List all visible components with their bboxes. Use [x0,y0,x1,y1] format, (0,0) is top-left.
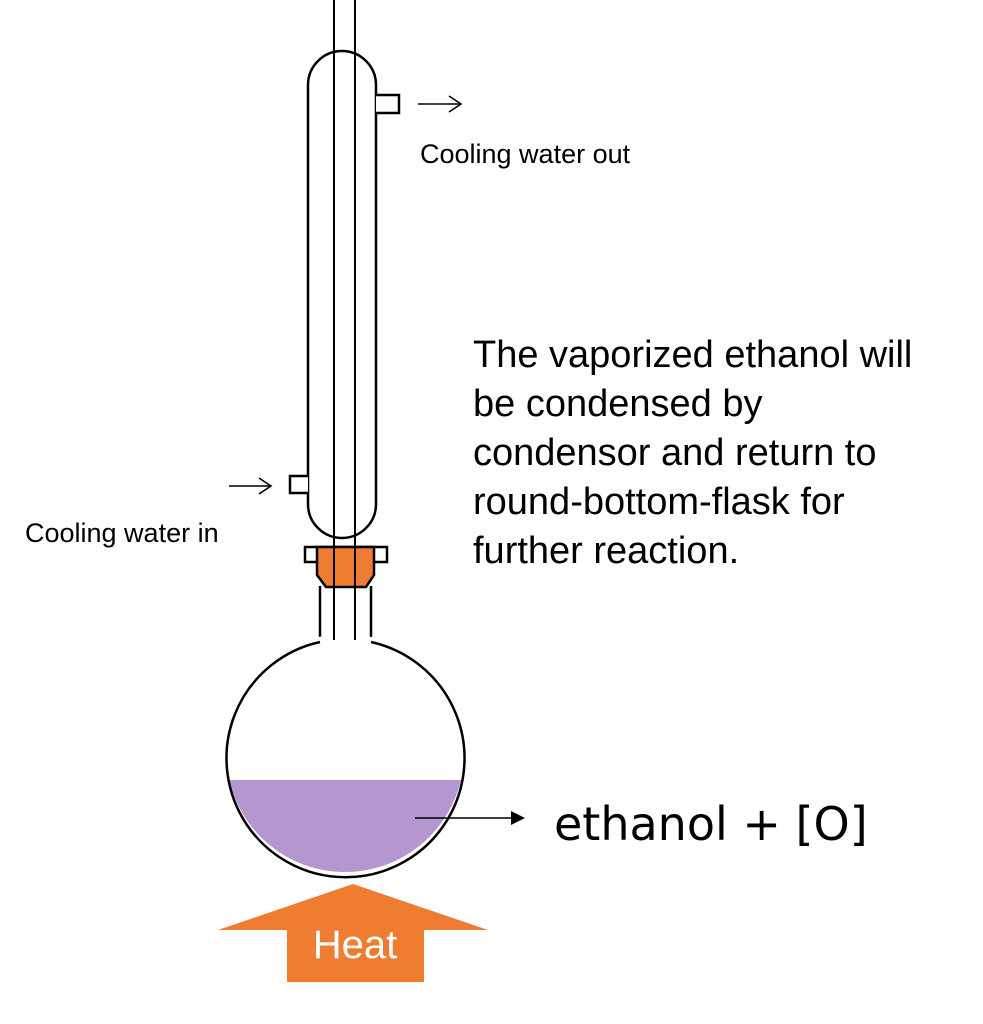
description-line: be condensed by [473,383,762,425]
mixture-arrow [415,811,525,825]
flask-liquid [226,780,464,872]
description-line: The vaporized ethanol will [473,334,912,376]
flask-neck [318,586,373,642]
description-line: condensor and return to [473,432,877,474]
description-text: The vaporized ethanol will be condensed … [473,334,912,572]
water-inlet-port [288,474,308,495]
water-outlet-port [376,93,401,115]
water-out-arrow [418,95,463,113]
condenser-jacket [306,49,378,540]
inner-tube [333,0,356,640]
water-in-label: Cooling water in [25,518,219,548]
water-out-label: Cooling water out [420,139,631,169]
description-line: round-bottom-flask for [473,481,845,523]
round-bottom-flask [225,634,466,879]
tube-through-stopper [333,547,356,640]
water-in-arrow [229,477,273,495]
heat-label: Heat [313,923,398,967]
mixture-label: ethanol + [O] [554,797,868,851]
heat-arrow [218,884,488,982]
description-line: further reaction. [473,530,739,572]
stopper [315,545,376,589]
